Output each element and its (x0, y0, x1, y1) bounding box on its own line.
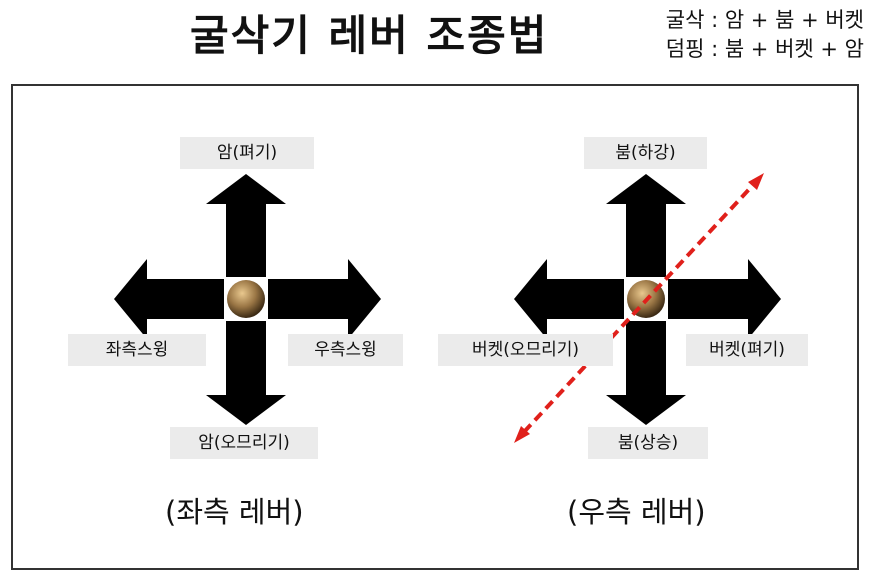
left-lever-up-arrow (206, 174, 286, 277)
right-lever-up-label: 붐(하강) (584, 137, 707, 169)
left-lever-left-arrow (114, 259, 224, 339)
right-lever-up-arrow (606, 174, 686, 277)
diagram-frame (11, 84, 859, 570)
right-lever-left-label: 버켓(오므리기) (438, 334, 613, 366)
legend: 굴삭 : 암 + 붐 + 버켓 덤핑 : 붐 + 버켓 + 암 (666, 6, 864, 64)
right-lever-down-arrow (606, 321, 686, 425)
left-lever-right-label: 우측스윙 (288, 334, 403, 366)
left-lever-up-label: 암(펴기) (180, 137, 314, 169)
left-lever (114, 174, 381, 425)
left-lever-caption: (좌측 레버) (165, 495, 304, 529)
left-lever-right-arrow (268, 259, 381, 339)
left-lever-knob (227, 280, 265, 318)
right-lever-left-arrow (514, 259, 624, 339)
left-lever-down-arrow (206, 321, 286, 425)
left-lever-left-label: 좌측스윙 (68, 334, 206, 366)
right-lever-caption: (우측 레버) (567, 495, 706, 529)
legend-excavation: 굴삭 : 암 + 붐 + 버켓 (665, 8, 864, 32)
legend-dumping: 덤핑 : 붐 + 버켓 + 암 (665, 37, 864, 61)
right-lever (514, 173, 781, 443)
right-lever-down-label: 붐(상승) (588, 427, 708, 459)
left-lever-down-label: 암(오므리기) (170, 427, 318, 459)
right-lever-right-arrow (668, 259, 781, 339)
page-title: 굴삭기 레버 조종법 (190, 11, 549, 60)
diagonal-dashed-arrow (514, 173, 764, 443)
right-lever-right-label: 버켓(펴기) (686, 334, 808, 366)
